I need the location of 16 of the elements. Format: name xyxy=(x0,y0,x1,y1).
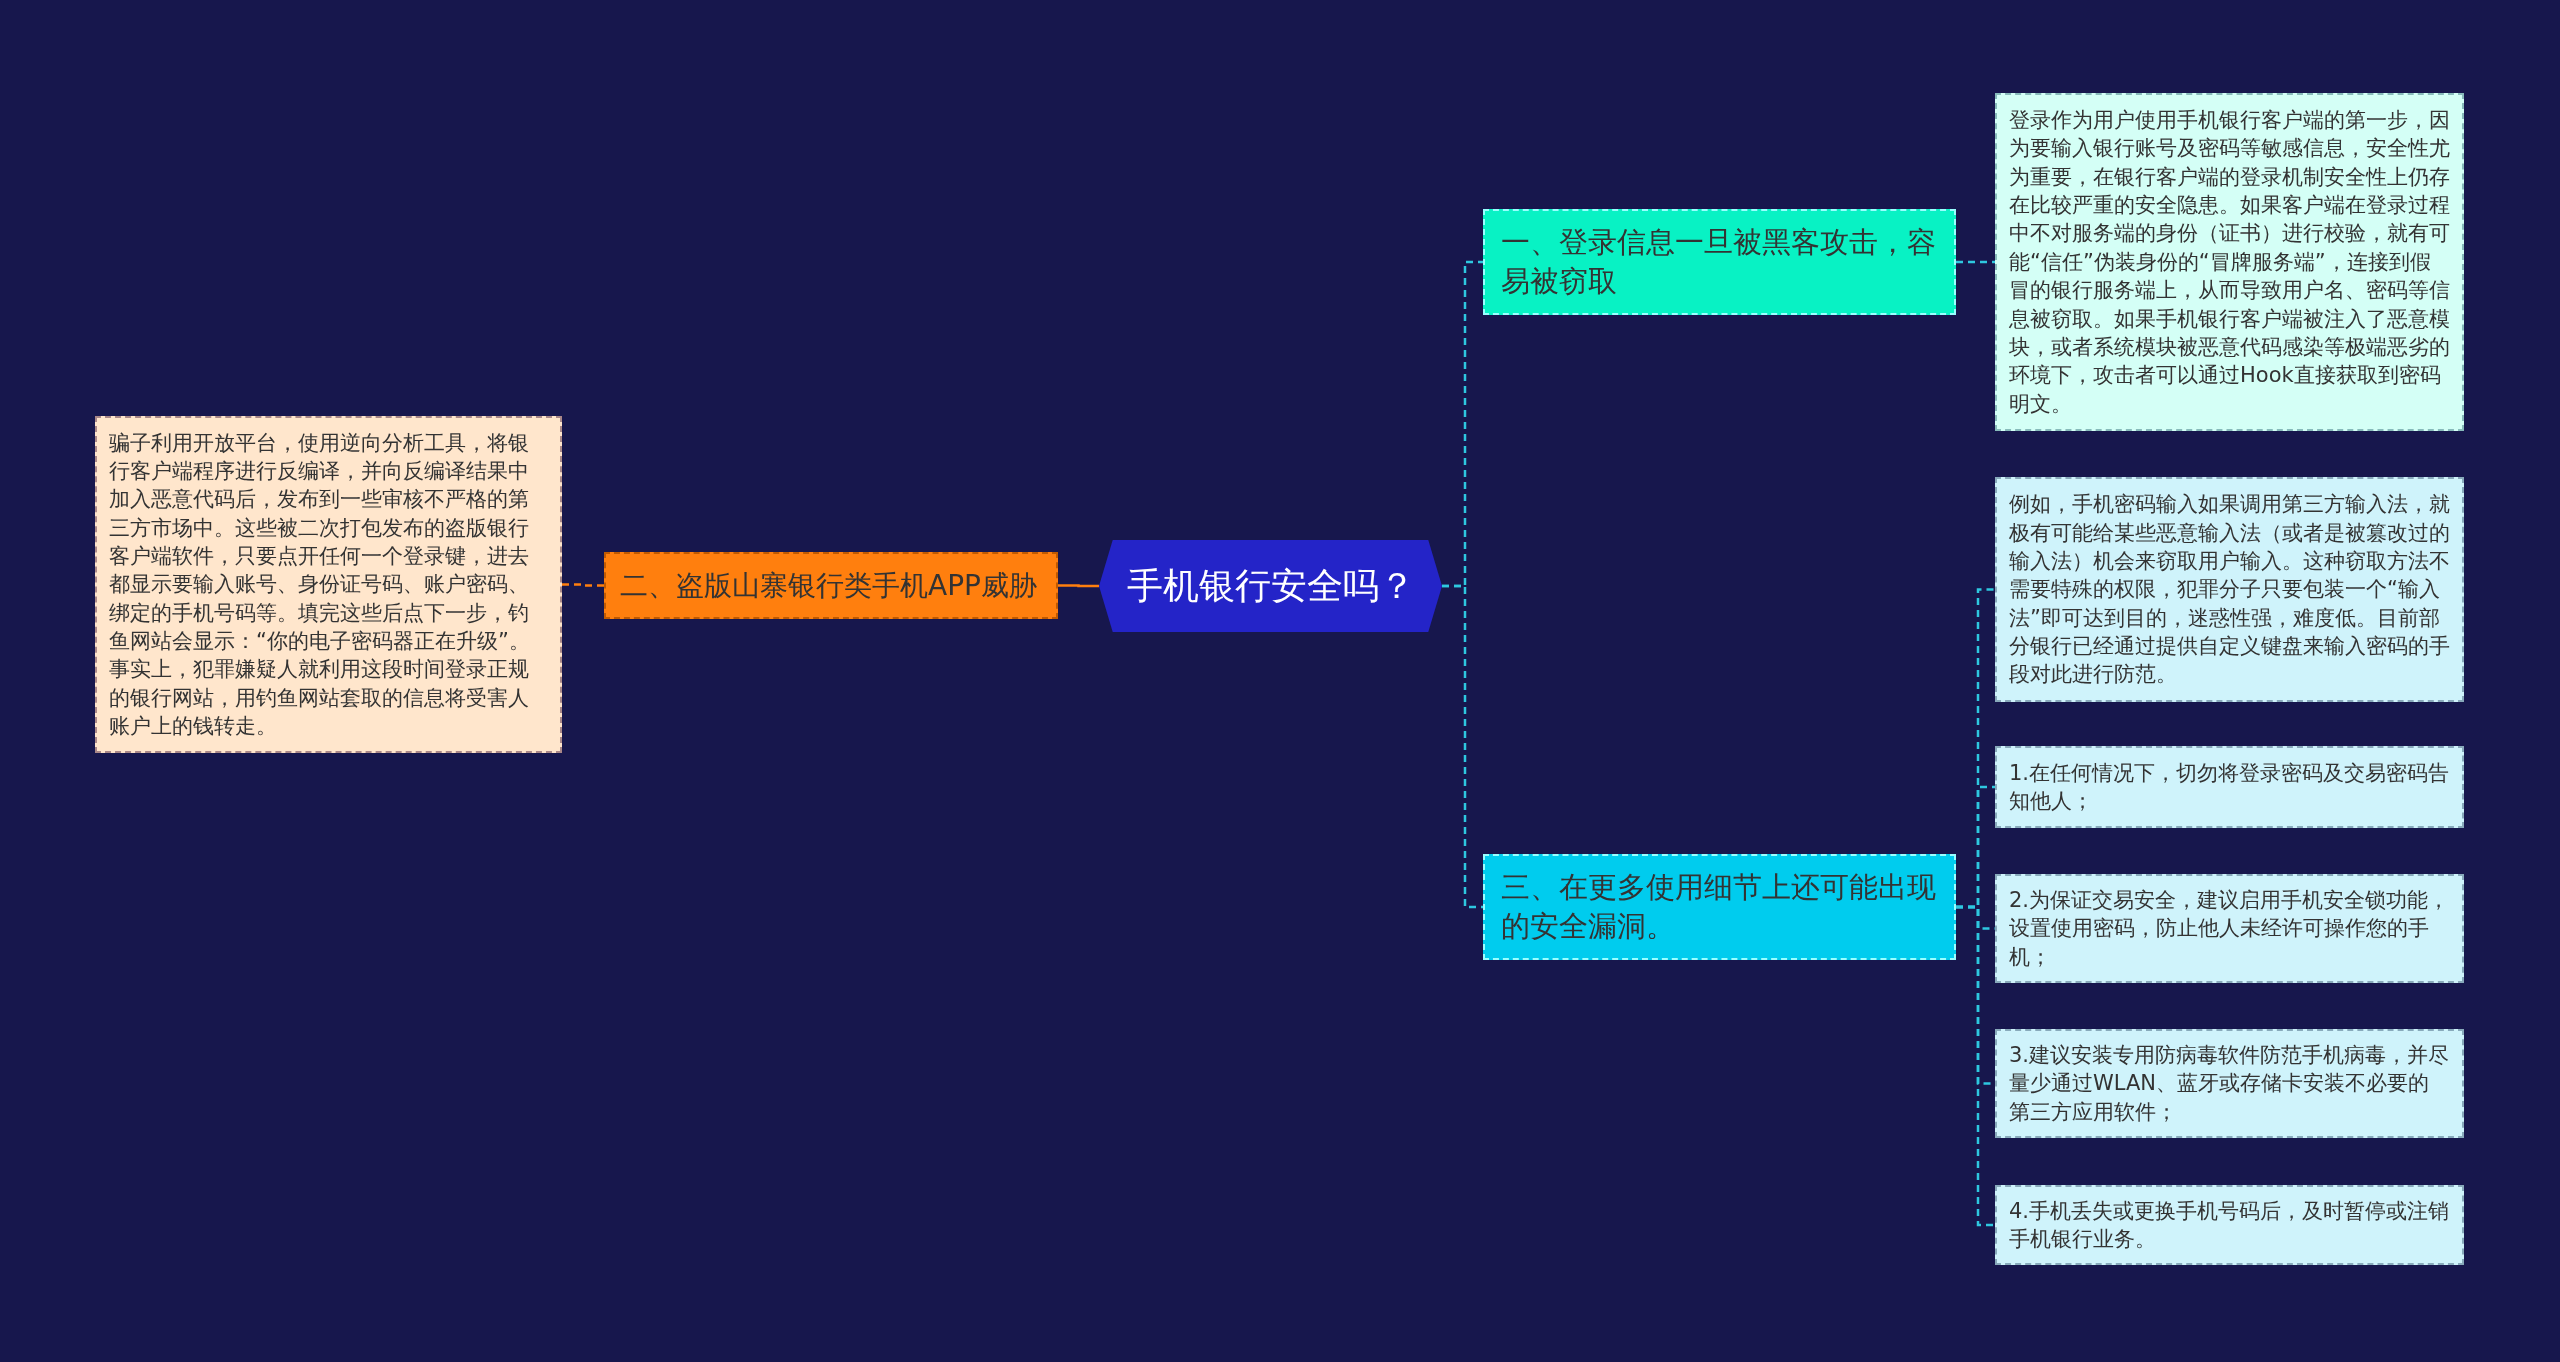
text-card: 3.建议安装专用防病毒软件防范手机病毒，并尽量少通过WLAN、蓝牙或存储卡安装不必要的第三方应用软件； xyxy=(1995,1029,2464,1138)
text-card: 例如，手机密码输入如果调用第三方输入法，就极有可能给某些恶意输入法（或者是被篡改过的输入法）机会来窃取用户输入。这种窃取方法不需要特殊的权限，犯罪分子只要包装一个“输入法”即可达到目的，迷惑性强，难度低。目前部分银行已经通过提供自定义键盘来输入密码的手段对此进行防范。 xyxy=(1995,477,2464,702)
connector xyxy=(562,583,604,587)
central-topic: 手机银行安全吗？ xyxy=(1099,540,1442,632)
connector xyxy=(1956,260,1995,264)
topic-box: 三、在更多使用细节上还可能出现的安全漏洞。 xyxy=(1483,854,1956,960)
text-card: 2.为保证交易安全，建议启用手机安全锁功能，设置使用密码，防止他人未经许可操作您的手机； xyxy=(1995,874,2464,983)
text-card: 1.在任何情况下，切勿将登录密码及交易密码告知他人； xyxy=(1995,746,2464,828)
text-card: 登录作为用户使用手机银行客户端的第一步，因为要输入银行账号及密码等敏感信息，安全性尤为重要，在银行客户端的登录机制安全性上仍存在比较严重的安全隐患。如果客户端在登录过程中不对服务端的身份（证书）进行校验，就有可能“信任”伪装身份的“冒牌服务端”，连接到假冒的银行服务端上，从而导致用户名、密码等信息被窃取。如果手机银行客户端被注入了恶意模块，或者系统模块被恶意代码感染等极端恶劣的环境下，攻击者可以通过Hook直接获取到密码明文。 xyxy=(1995,93,2464,431)
text-card: 4.手机丢失或更换手机号码后，及时暂停或注销手机银行业务。 xyxy=(1995,1185,2464,1265)
topic-box: 二、盗版山寨银行类手机APP威胁 xyxy=(604,552,1058,619)
connector xyxy=(1956,905,1995,1227)
topic-box: 一、登录信息一旦被黑客攻击，容易被窃取 xyxy=(1483,209,1956,315)
text-card: 骗子利用开放平台，使用逆向分析工具，将银行客户端程序进行反编译，并向反编译结果中加入恶意代码后，发布到一些审核不严格的第三方市场中。这些被二次打包发布的盗版银行客户端软件，只要点开任何一个登录键，进去都显示要输入账号、身份证号码、账户密码、绑定的手机号码等。填完这些后点下一步，钓鱼网站会显示：“你的电子密码器正在升级”。事实上，犯罪嫌疑人就利用这段时间登录正规的银行网站，用钓鱼网站套取的信息将受害人账户上的钱转走。 xyxy=(95,416,562,753)
connector xyxy=(1442,584,1483,909)
connector xyxy=(1058,584,1099,588)
